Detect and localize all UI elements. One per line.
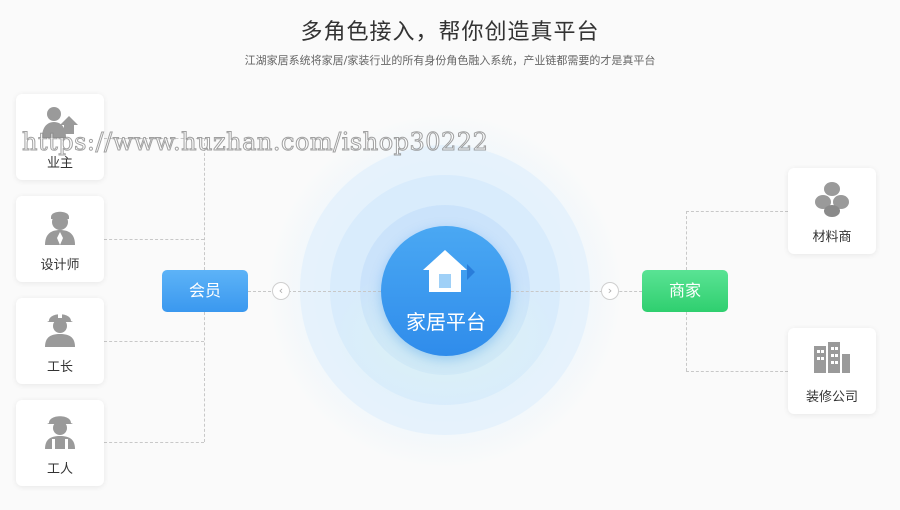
page-subtitle: 江湖家居系统将家居/家装行业的所有身份角色融入系统，产业链都需要的才是真平台 xyxy=(244,54,656,67)
role-label: 装修公司 xyxy=(805,390,858,405)
connector-left-vertical-bottom xyxy=(204,312,205,442)
connector-designer xyxy=(104,239,204,240)
page-title: 多角色接入，帮你创造真平台 xyxy=(300,20,600,45)
connector-foreman xyxy=(104,341,204,342)
foreman-icon xyxy=(16,310,104,348)
designer-icon xyxy=(16,208,104,246)
role-label: 业主 xyxy=(46,156,73,171)
role-card-owner[interactable]: 业主 xyxy=(16,94,104,180)
member-hub[interactable]: 会员 xyxy=(162,270,248,312)
role-card-decoration-company[interactable]: 装修公司 xyxy=(788,328,876,414)
connector-left-vertical-top xyxy=(204,138,205,270)
merchant-hub[interactable]: 商家 xyxy=(642,270,728,312)
role-label: 材料商 xyxy=(812,230,852,245)
connector-decoration xyxy=(686,371,788,372)
connector-member-center xyxy=(248,291,381,292)
connector-materials xyxy=(686,211,788,212)
connector-worker xyxy=(104,442,204,443)
connector-right-vertical-top xyxy=(686,211,687,270)
role-card-materials[interactable]: 材料商 xyxy=(788,168,876,254)
chevron-right-icon: › xyxy=(601,282,619,300)
role-card-foreman[interactable]: 工长 xyxy=(16,298,104,384)
chevron-left-icon: ‹ xyxy=(272,282,290,300)
house-icon xyxy=(421,248,477,300)
materials-icon xyxy=(788,180,876,218)
building-icon xyxy=(788,340,876,374)
connector-right-vertical-bottom xyxy=(686,312,687,371)
role-label: 工人 xyxy=(46,462,73,477)
worker-icon xyxy=(16,412,104,450)
role-label: 工长 xyxy=(46,360,73,375)
watermark-text: https://www.huzhan.com/ishop30222 xyxy=(21,128,489,157)
connector-owner xyxy=(104,138,204,139)
role-card-designer[interactable]: 设计师 xyxy=(16,196,104,282)
home-platform-center[interactable]: 家居平台 xyxy=(381,226,511,356)
role-card-worker[interactable]: 工人 xyxy=(16,400,104,486)
owner-icon xyxy=(16,106,104,140)
connector-center-merchant xyxy=(511,291,642,292)
role-label: 设计师 xyxy=(40,258,80,273)
center-label: 家居平台 xyxy=(406,310,486,334)
